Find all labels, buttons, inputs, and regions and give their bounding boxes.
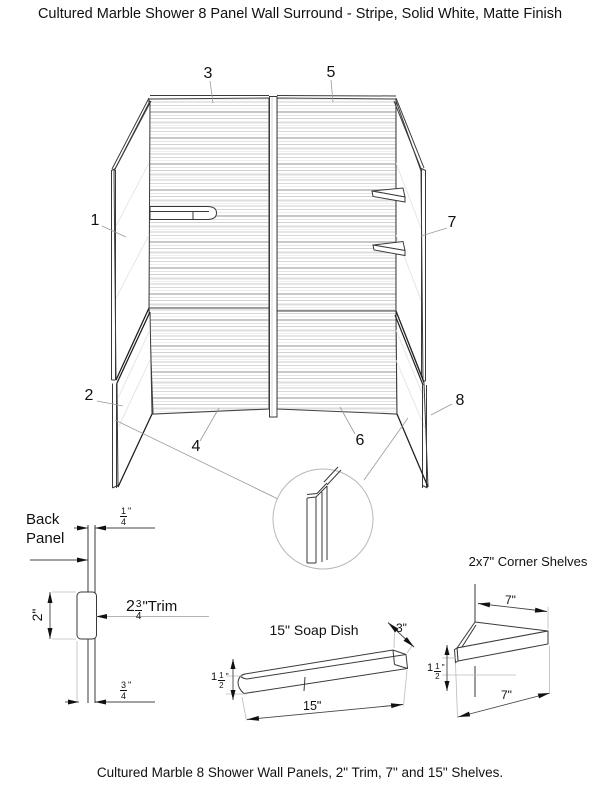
leader-lines: [96, 79, 453, 500]
trim-detail-circle: [272, 466, 374, 570]
right-side-panel: [393, 97, 429, 489]
page-caption: Cultured Marble 8 Shower Wall Panels, 2"…: [96, 765, 504, 780]
corner-shelves-title: 2x7" Corner Shelves: [468, 554, 588, 569]
back-panel-section: [30, 525, 209, 705]
back-panel-label: Back Panel: [26, 511, 65, 547]
left-side-panel: [111, 97, 153, 489]
part-label-2: 2: [84, 387, 94, 404]
corner-shelf-detail-drawing: [442, 584, 551, 719]
soap-dish-length-dim: 15": [303, 699, 322, 713]
soap-dish-depth-dim: 3": [396, 621, 407, 635]
part-label-6: 6: [355, 432, 365, 449]
soap-dish-3d: [149, 206, 218, 220]
corner-shelf-upper-3d: [371, 187, 406, 203]
corner-shelf-lower-3d: [372, 240, 406, 257]
part-label-7: 7: [447, 214, 457, 231]
corner-shelf-bottom-width-dim: 7": [501, 688, 512, 702]
soap-dish-title: 15" Soap Dish: [269, 622, 359, 638]
part-label-5: 5: [326, 64, 336, 81]
part-label-8: 8: [455, 392, 465, 409]
center-trim: [269, 96, 278, 418]
corner-shelf-top-width-dim: 7": [505, 593, 516, 607]
soap-dish-detail-drawing: [226, 622, 415, 721]
part-label-1: 1: [90, 212, 100, 229]
page-title: Cultured Marble Shower 8 Panel Wall Surr…: [37, 6, 563, 22]
part-label-3: 3: [203, 65, 213, 82]
part-label-4: 4: [191, 438, 201, 455]
trim-height-dim: 2": [29, 608, 45, 622]
